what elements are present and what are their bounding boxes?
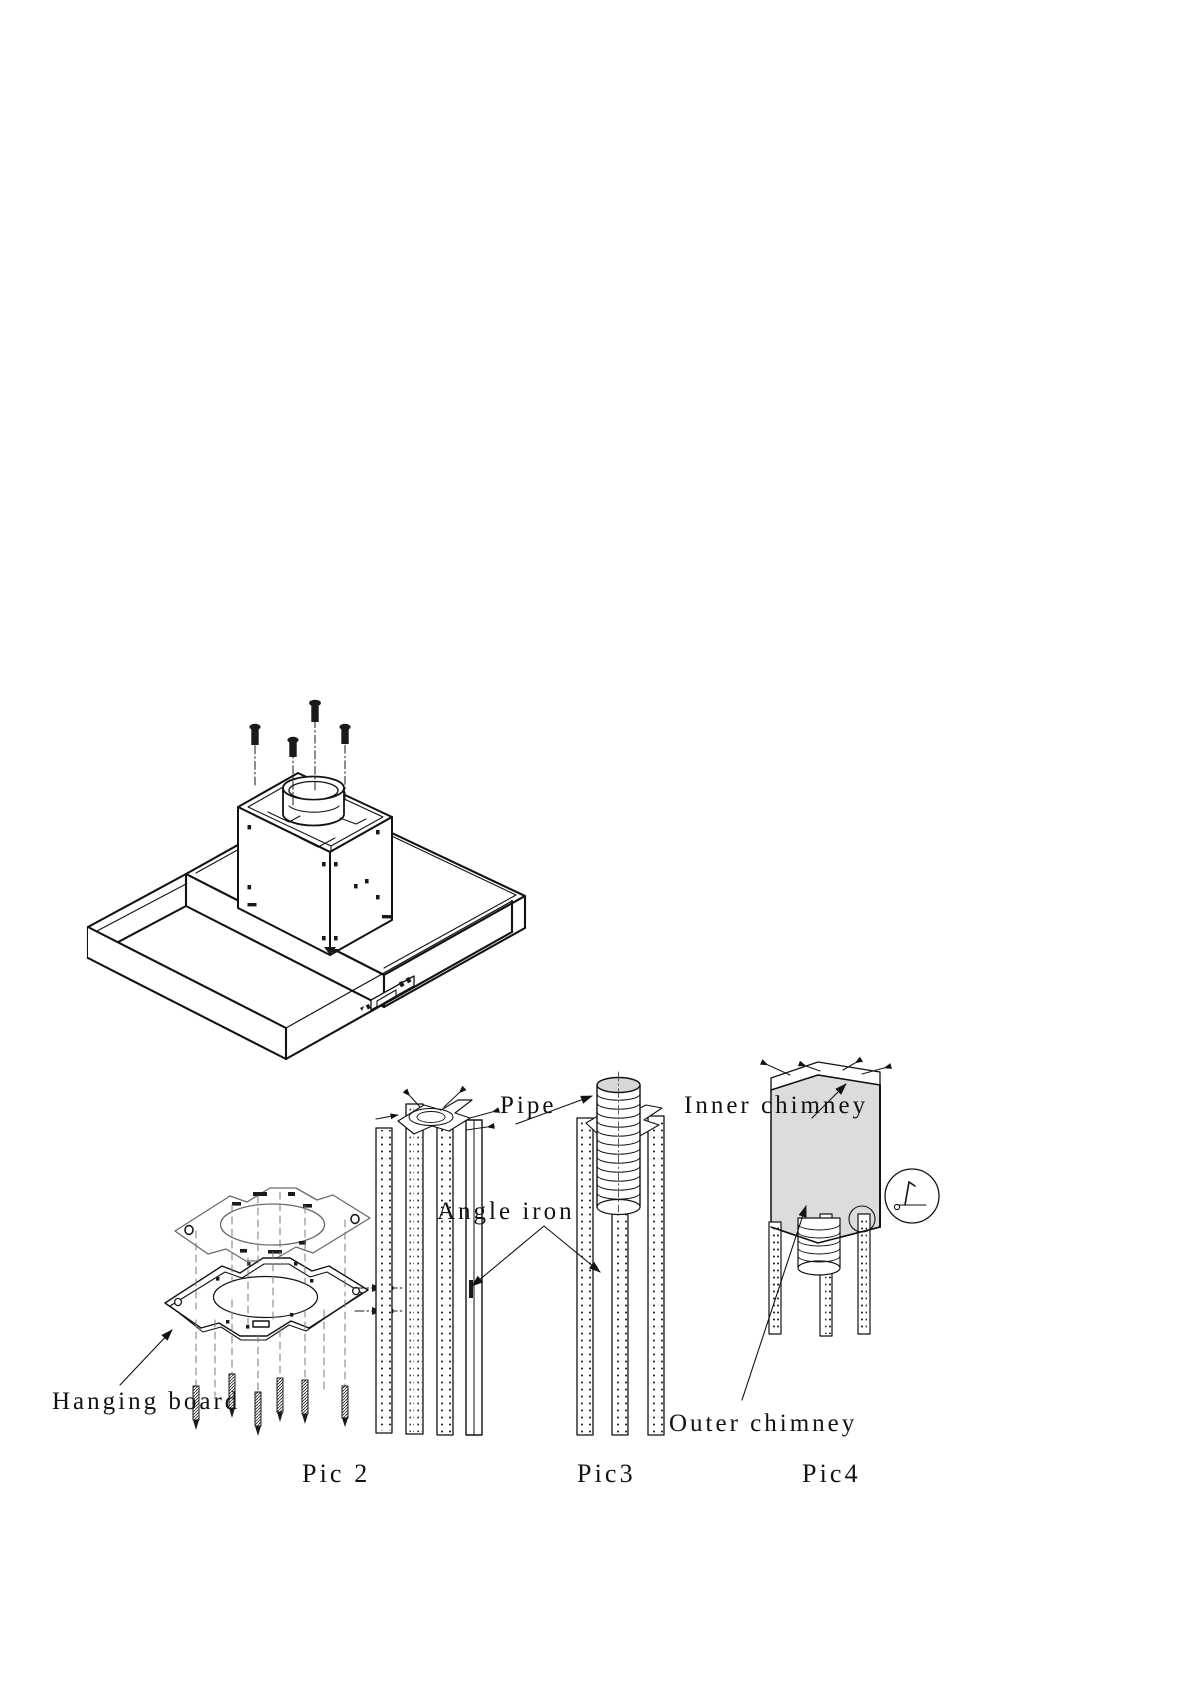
- label-pipe: Pipe: [500, 1092, 557, 1119]
- leader-outer-chimney: [741, 1205, 807, 1401]
- figure-range-hood: [86, 699, 527, 1061]
- angle-iron-left: [375, 1127, 393, 1434]
- hanging-screws: [192, 1299, 349, 1436]
- fixing-holes: [247, 825, 391, 953]
- hanging-board-lower: [164, 1257, 369, 1341]
- mounting-screws: [249, 699, 351, 806]
- pipe-cluster: [576, 1071, 665, 1436]
- leader-angle-iron-right: [543, 1225, 601, 1273]
- figure-angle-iron: [354, 1071, 665, 1436]
- caption-pic3: Pic3: [577, 1459, 636, 1488]
- label-hanging-board: Hanging board: [52, 1388, 241, 1415]
- leader-angle-iron-left: [471, 1225, 545, 1287]
- duct-collar: [282, 775, 345, 827]
- label-inner-chimney: Inner chimney: [684, 1092, 869, 1119]
- control-panel: [360, 975, 415, 1011]
- leader-inner-chimney: [811, 1083, 847, 1119]
- angle-iron-mid-right: [436, 1109, 454, 1436]
- detail-magnified-circle: [884, 1168, 940, 1224]
- label-outer-chimney: Outer chimney: [669, 1410, 858, 1437]
- leader-pipe: [515, 1095, 593, 1125]
- leader-hanging-board: [119, 1329, 173, 1386]
- caption-pic4: Pic4: [802, 1459, 861, 1488]
- figure-hanging-board: [119, 1187, 371, 1436]
- label-angle-iron: Angle iron: [437, 1198, 575, 1225]
- chimney-pipe-stub: [797, 1217, 841, 1276]
- hanging-board-upper: [174, 1187, 371, 1262]
- caption-pic2: Pic 2: [302, 1459, 371, 1488]
- angle-iron-front: [465, 1119, 483, 1436]
- detail-source-circle: [848, 1205, 876, 1233]
- figure-chimney: [741, 1056, 940, 1401]
- angle-iron-mid-left: [405, 1103, 424, 1435]
